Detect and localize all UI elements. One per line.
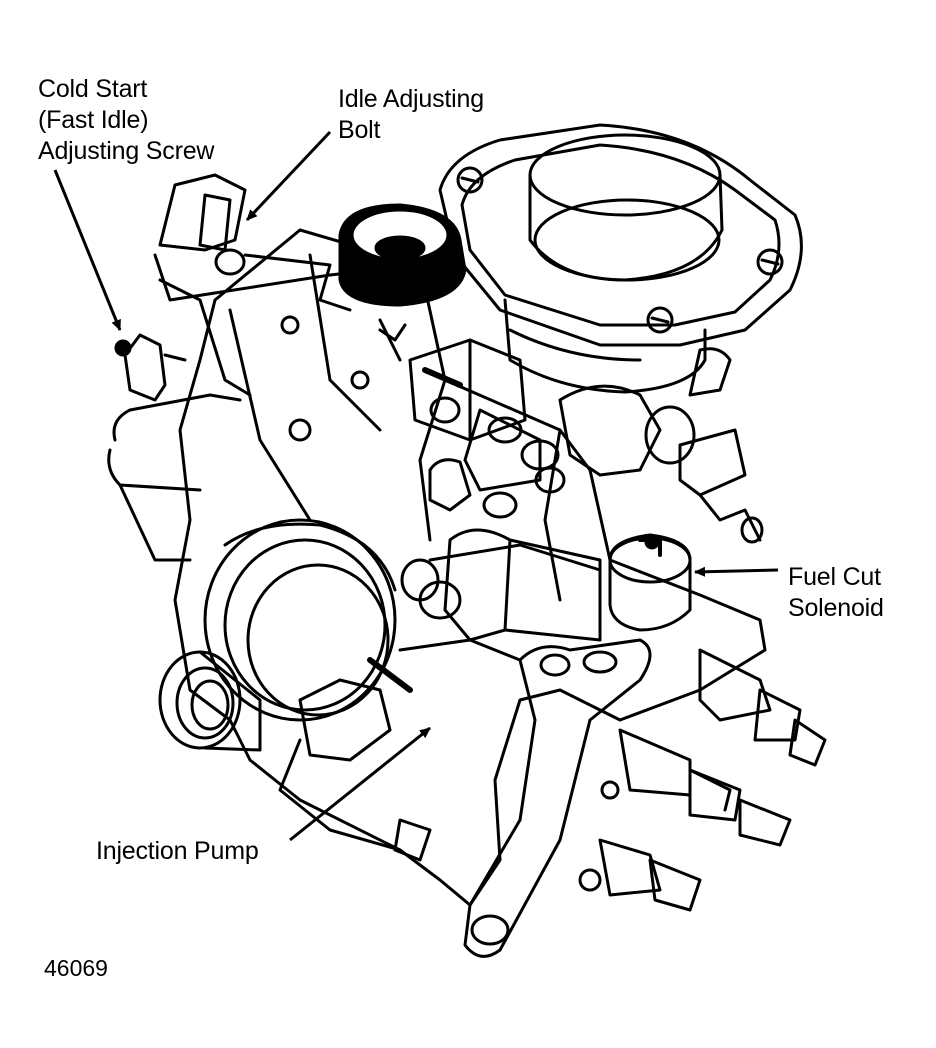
label-fuel-cut-solenoid: Fuel Cut Solenoid xyxy=(788,562,884,624)
lower-left-fitting xyxy=(158,650,413,852)
label-fuel-cut-line1: Fuel Cut xyxy=(788,563,881,591)
label-injection-pump: Injection Pump xyxy=(96,836,259,867)
cold-start-bracket xyxy=(107,333,242,562)
pump-housing xyxy=(173,228,767,907)
delivery-valve-2 xyxy=(618,728,792,847)
leader-idle-bolt xyxy=(245,130,332,222)
label-idle-bolt: Idle Adjusting Bolt xyxy=(338,84,484,146)
center-brackets xyxy=(280,315,602,642)
leader-injection-pump xyxy=(289,726,431,842)
label-idle-bolt-line2: Bolt xyxy=(338,116,381,144)
label-cold-start: Cold Start (Fast Idle) Adjusting Screw xyxy=(38,74,214,167)
right-fitting xyxy=(558,347,764,544)
delivery-valves xyxy=(598,648,827,912)
label-cold-start-line3: Adjusting Screw xyxy=(38,137,215,165)
label-cold-start-line2: (Fast Idle) xyxy=(38,106,149,134)
delivery-valve-1 xyxy=(698,648,827,767)
top-cover xyxy=(438,123,803,394)
fuel-cut-solenoid xyxy=(608,533,692,632)
governor-lever xyxy=(393,638,652,958)
leader-cold-start xyxy=(53,169,122,331)
figure-number: 46069 xyxy=(44,955,108,981)
throttle-knob xyxy=(338,203,467,362)
leader-fuel-cut xyxy=(694,566,779,577)
delivery-valve-4 xyxy=(600,768,732,812)
label-fuel-cut-line2: Solenoid xyxy=(788,594,884,622)
idle-adjusting-linkage xyxy=(153,173,422,397)
label-injection-pump-line1: Injection Pump xyxy=(96,837,259,865)
diaphragm-housing xyxy=(203,518,397,722)
label-idle-bolt-line1: Idle Adjusting xyxy=(338,85,484,113)
label-cold-start-line1: Cold Start xyxy=(38,75,148,103)
delivery-valve-3 xyxy=(598,838,702,912)
